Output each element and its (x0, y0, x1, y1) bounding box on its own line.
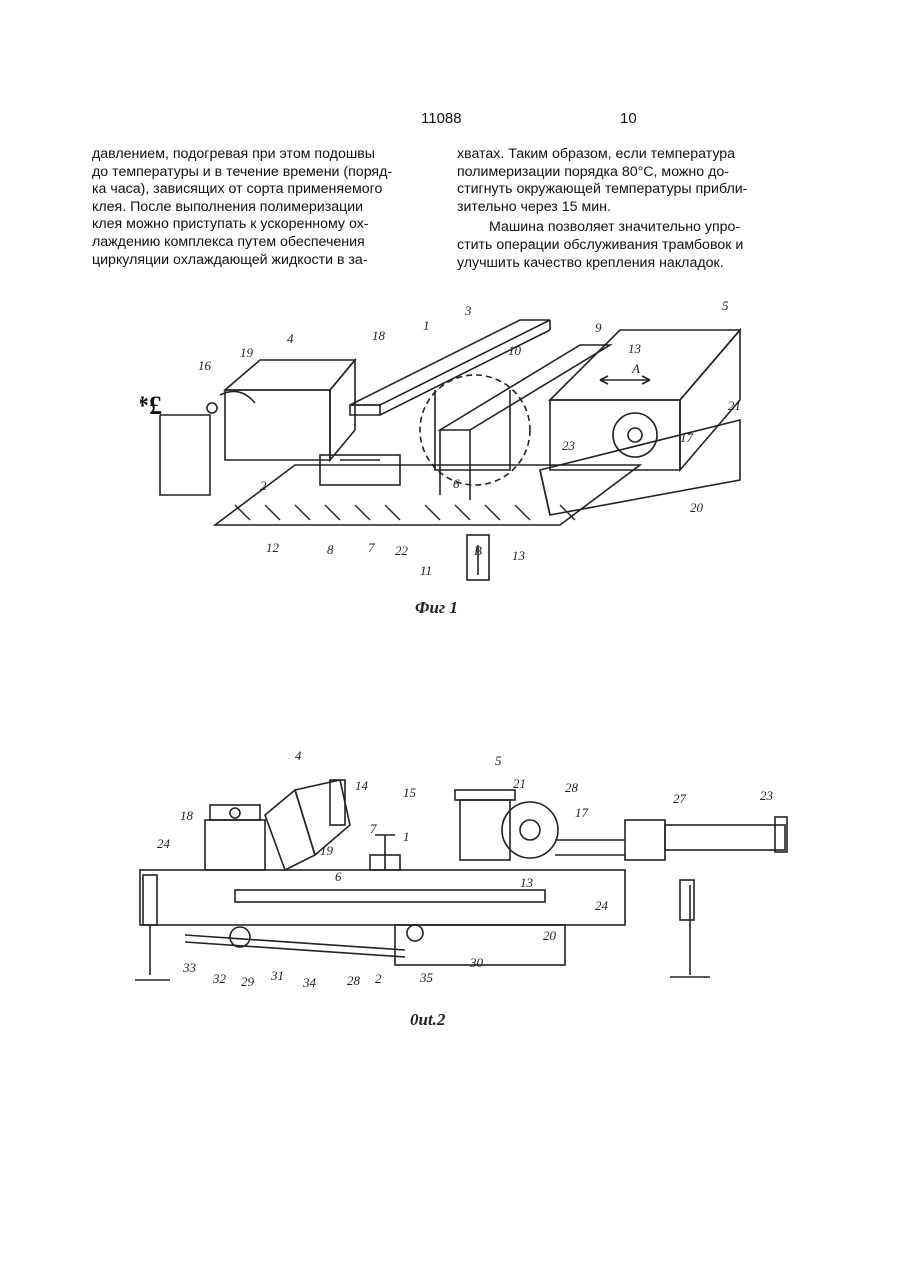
fig1-label: 17 (680, 430, 694, 445)
fig2-label: 13 (520, 875, 534, 890)
fig1-label: 21 (728, 398, 741, 413)
fig1-label: 1 (423, 318, 430, 333)
fig1-label: A (631, 361, 640, 376)
fig1-label: 13 (628, 341, 642, 356)
text-line: стигнуть окружающей температуры прибли- (457, 181, 781, 199)
fig2-label: 30 (469, 955, 484, 970)
fig2-label: 33 (182, 960, 197, 975)
patent-number: 11088 (421, 110, 462, 127)
text-line: давлением, подогревая при этом подошвы (92, 146, 416, 164)
fig1-label: 13 (512, 548, 526, 563)
fig2-label: 4 (295, 748, 302, 763)
fig1-label: 8 (327, 542, 334, 557)
text-line: циркуляции охлаждающей жидкости в за- (92, 252, 416, 270)
fig1-label: 19 (240, 345, 254, 360)
fig2-label: 1 (403, 829, 410, 844)
fig1-label: 23 (562, 438, 576, 453)
fig2-label: 27 (673, 791, 687, 806)
fig2-label: 21 (513, 776, 526, 791)
fig2-label: 24 (595, 898, 609, 913)
fig1-label: 7 (368, 540, 375, 555)
fig1-label: 11 (420, 563, 432, 578)
fig1-label: 18 (372, 328, 386, 343)
fig1-label: 5 (722, 298, 729, 313)
text-line: зительно через 15 мин. (457, 199, 781, 217)
figure-1-drawing: 16 19 4 18 1 3 9 10 13 5 A 21 23 17 2 6 … (140, 290, 760, 590)
text-line: улучшить качество крепления накладок. (457, 255, 781, 273)
fig2-label: 5 (495, 753, 502, 768)
fig1-label: 3 (464, 303, 472, 318)
fig2-label: 17 (575, 805, 589, 820)
right-text-column: хватах. Таким образом, если температура … (457, 146, 781, 272)
text-line: клея. После выполнения полимеризации (92, 199, 416, 217)
fig2-label: 20 (543, 928, 557, 943)
fig1-label: 9 (595, 320, 602, 335)
fig1-label: 6 (453, 476, 460, 491)
fig2-label: 29 (241, 974, 255, 989)
fig2-label: 34 (302, 975, 317, 990)
fig1-label: 16 (198, 358, 212, 373)
text-line: клея можно приступать к ускоренному ох- (92, 216, 416, 234)
text-line: лаждению комплекса путем обеспечения (92, 234, 416, 252)
fig2-label: 15 (403, 785, 417, 800)
figure-2-caption: 0ut.2 (410, 1010, 445, 1030)
fig2-label: 2 (375, 971, 382, 986)
text-line: до температуры и в течение времени (поря… (92, 164, 416, 182)
fig1-corner-mark: *£ (140, 391, 162, 420)
fig1-label: B (474, 543, 482, 558)
fig1-label: 22 (395, 543, 409, 558)
text-line: ка часа), зависящих от сорта применяемог… (92, 181, 416, 199)
text-line: полимеризации порядка 80°С, можно до- (457, 164, 781, 182)
fig1-label: 12 (266, 540, 280, 555)
fig1-label: 10 (508, 343, 522, 358)
fig1-label: 2 (260, 478, 267, 493)
left-text-column: давлением, подогревая при этом подошвы д… (92, 146, 416, 269)
text-line: стить операции обслуживания трамбовок и (457, 237, 781, 255)
page-number: 10 (620, 110, 637, 127)
fig2-label: 28 (347, 973, 361, 988)
fig2-label: 35 (419, 970, 434, 985)
fig2-label: 19 (320, 843, 334, 858)
text-line: Машина позволяет значительно упро- (457, 219, 781, 237)
figure-2-drawing: 4 5 14 18 19 15 21 28 17 27 23 7 1 6 13 … (125, 745, 805, 1000)
fig2-label: 31 (270, 968, 284, 983)
fig2-label: 14 (355, 778, 369, 793)
fig2-label: 23 (760, 788, 774, 803)
text-line: хватах. Таким образом, если температура (457, 146, 781, 164)
fig2-label: 28 (565, 780, 579, 795)
fig2-label: 18 (180, 808, 194, 823)
fig2-label: 7 (370, 821, 377, 836)
fig2-label: 32 (212, 971, 227, 986)
fig1-label: 20 (690, 500, 704, 515)
fig2-label: 6 (335, 869, 342, 884)
fig2-label: 24 (157, 836, 171, 851)
fig1-label: 4 (287, 331, 294, 346)
figure-1-caption: Фиг 1 (415, 598, 458, 618)
